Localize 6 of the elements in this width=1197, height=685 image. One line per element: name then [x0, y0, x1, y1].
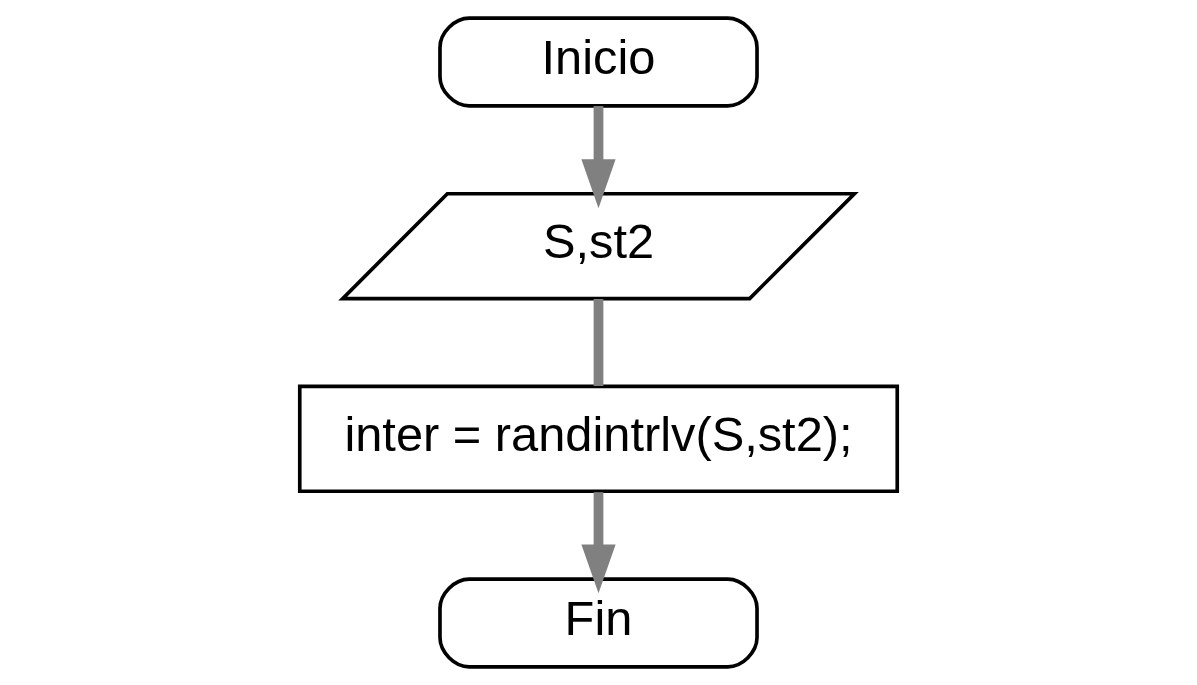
node-box: inter = randintrlv(S,st2); [297, 384, 900, 494]
node-box: Inicio [438, 16, 759, 108]
connector [593, 298, 604, 386]
node-box: Fin [438, 577, 759, 669]
arrow [581, 492, 616, 594]
arrow [581, 106, 616, 209]
